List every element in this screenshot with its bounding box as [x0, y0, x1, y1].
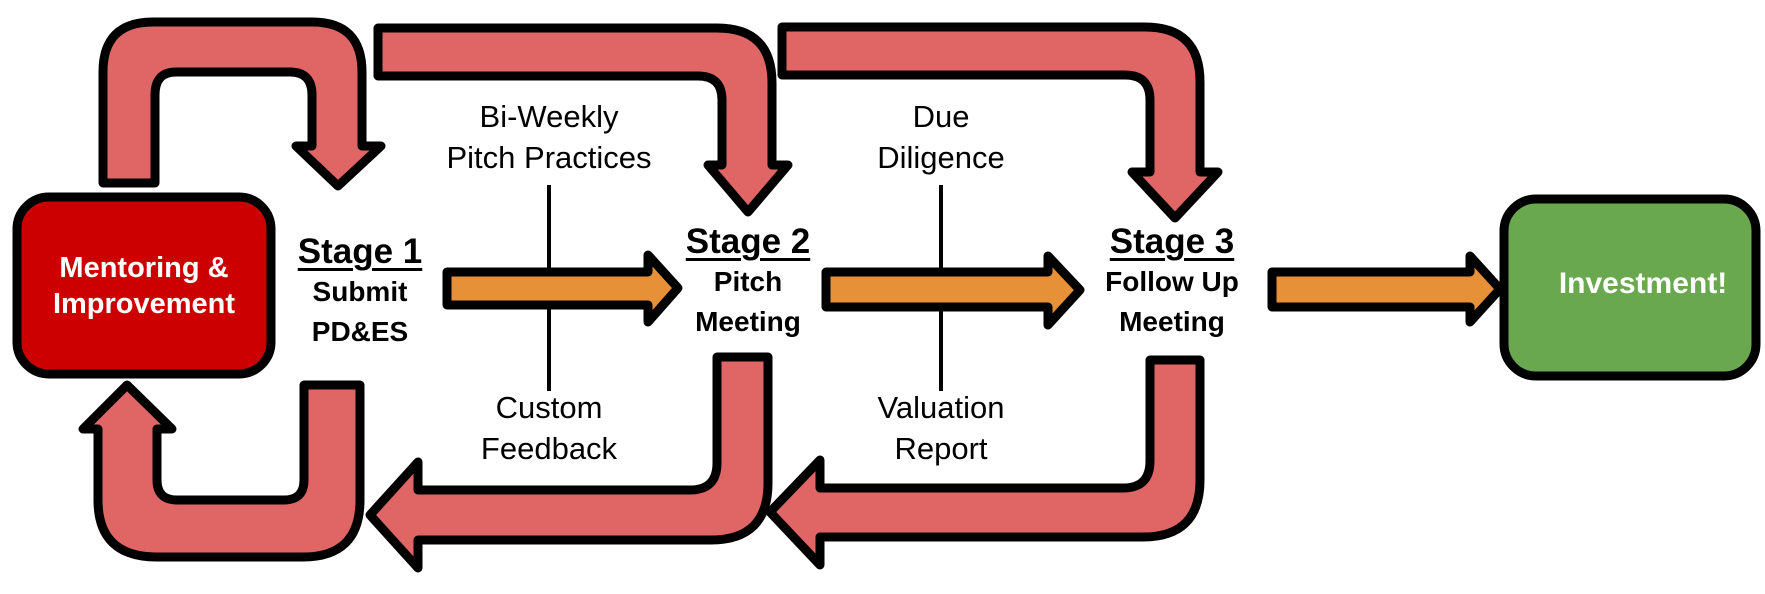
investment-label: Investment! [1558, 267, 1728, 300]
mentoring-line1: Mentoring & [59, 251, 229, 284]
loop-arrow-stage2-return [365, 352, 773, 573]
stage-3-line1: Follow Up [1105, 266, 1239, 297]
loop-arrow-mentoring-to-stage1 [98, 17, 386, 191]
loop-arrow-stage3-return [765, 355, 1205, 570]
annotation-bi-weekly-pitch-practices: Bi-Weekly Pitch Practices [409, 96, 689, 178]
loop-arrow-stage1-to-mentoring [78, 380, 365, 562]
annotation-line: Bi-Weekly [479, 99, 619, 134]
annotation-due-diligence: Due Diligence [841, 96, 1041, 178]
annotation-line: Due [912, 99, 970, 134]
annotation-custom-feedback: Custom Feedback [449, 387, 649, 469]
stage-3-title: Stage 3 [1109, 222, 1235, 261]
stage-1-line2: PD&ES [311, 316, 409, 347]
annotation-line: Diligence [877, 140, 1005, 175]
stage-2-line1: Pitch [713, 266, 783, 297]
annotation-line: Pitch Practices [446, 140, 652, 175]
forward-arrow-stage3-to-investment [1267, 251, 1505, 327]
investment-box [1499, 194, 1761, 381]
mentoring-box-label: Mentoring & Improvement [17, 197, 271, 374]
annotation-line: Valuation [877, 390, 1005, 425]
mentoring-line2: Improvement [52, 287, 236, 320]
stage-2-line2: Meeting [695, 306, 801, 337]
stage-2-label: Stage 2 Pitch Meeting [668, 222, 828, 342]
stage-3-label: Stage 3 Follow Up Meeting [1082, 222, 1262, 342]
stage-1-title: Stage 1 [297, 232, 423, 271]
forward-arrow-stage1-to-stage2 [442, 250, 683, 327]
stage-3-line2: Meeting [1119, 306, 1225, 337]
forward-arrow-stage2-to-stage3 [821, 251, 1085, 330]
stage-1-line1: Submit [312, 276, 408, 307]
stage-2-title: Stage 2 [685, 222, 811, 261]
loop-arrow-to-stage2 [373, 23, 793, 217]
loop-arrow-to-stage3 [777, 22, 1223, 223]
stage-1-label: Stage 1 Submit PD&ES [280, 232, 440, 352]
mentoring-box [12, 192, 276, 379]
annotation-valuation-report: Valuation Report [841, 387, 1041, 469]
annotation-line: Feedback [480, 431, 618, 466]
investment-box-label: Investment! [1520, 260, 1765, 308]
annotation-line: Custom [495, 390, 603, 425]
annotation-line: Report [894, 431, 988, 466]
